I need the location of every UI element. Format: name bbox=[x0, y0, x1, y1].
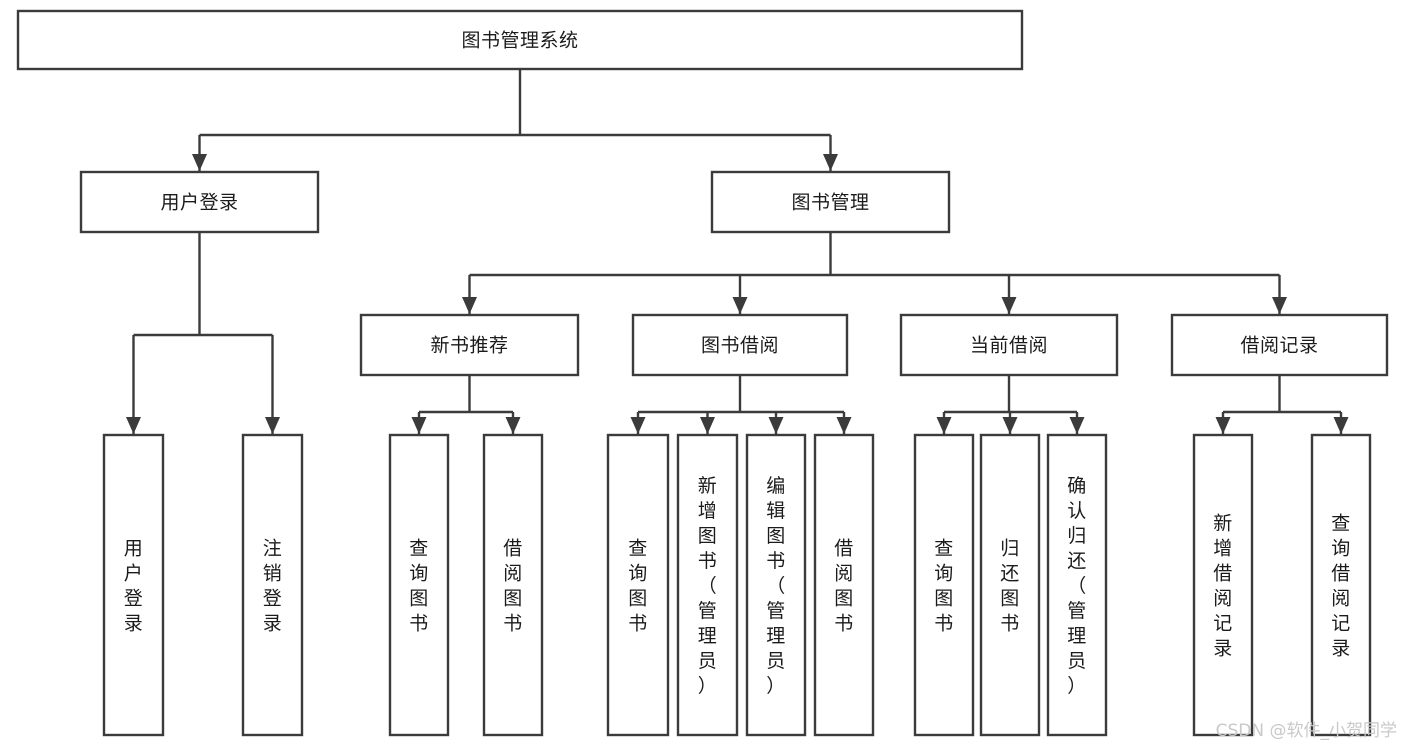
arrow-head-icon bbox=[936, 417, 952, 434]
node-user-login-login[interactable]: 用户登录 bbox=[102, 433, 165, 737]
node-current-borrow[interactable]: 当前借阅 bbox=[899, 313, 1119, 377]
node-box-user-login-login[interactable] bbox=[102, 433, 165, 737]
node-label-user-login: 用户登录 bbox=[160, 192, 238, 214]
arrow-head-icon bbox=[192, 154, 207, 171]
node-label-user-login-logout: 注销登录 bbox=[263, 538, 283, 635]
node-label-current-borrow: 当前借阅 bbox=[970, 335, 1048, 357]
node-box-recommend-query-book[interactable] bbox=[388, 433, 450, 737]
node-recommend-query-book[interactable]: 查询图书 bbox=[388, 433, 450, 737]
node-label-recommend-borrow-book: 借阅图书 bbox=[503, 538, 523, 635]
node-book-borrow[interactable]: 图书借阅 bbox=[631, 313, 849, 377]
arrow-head-icon bbox=[836, 417, 852, 434]
node-box-record-query[interactable] bbox=[1310, 433, 1372, 737]
node-box-borrow-edit-book[interactable] bbox=[745, 433, 807, 737]
arrow-head-icon bbox=[768, 417, 784, 434]
node-box-new-book-recommend[interactable] bbox=[359, 313, 580, 377]
node-label-borrow-query-book: 查询图书 bbox=[628, 538, 648, 635]
node-box-current-query-book[interactable] bbox=[913, 433, 975, 737]
node-box-borrow-add-book[interactable] bbox=[676, 433, 739, 737]
arrow-head-icon bbox=[700, 417, 715, 434]
node-label-book-manage: 图书管理 bbox=[791, 192, 869, 214]
node-box-user-login[interactable] bbox=[79, 170, 320, 234]
arrow-head-icon bbox=[732, 297, 748, 314]
node-recommend-borrow-book[interactable]: 借阅图书 bbox=[482, 433, 544, 737]
node-borrow-record[interactable]: 借阅记录 bbox=[1170, 313, 1389, 377]
node-label-recommend-query-book: 查询图书 bbox=[409, 538, 429, 635]
node-box-recommend-borrow-book[interactable] bbox=[482, 433, 544, 737]
node-label-user-login-login: 用户登录 bbox=[124, 538, 144, 635]
node-label-borrow-edit-book: 编辑图书（管理员） bbox=[766, 475, 786, 697]
arrow-head-icon bbox=[1069, 417, 1085, 434]
node-label-borrow-borrow-book: 借阅图书 bbox=[834, 538, 854, 635]
node-box-root[interactable] bbox=[16, 9, 1024, 71]
node-record-query[interactable]: 查询借阅记录 bbox=[1310, 433, 1372, 737]
node-label-current-confirm-return: 确认归还（管理员） bbox=[1067, 475, 1087, 697]
arrow-head-icon bbox=[265, 417, 280, 434]
node-record-add[interactable]: 新增借阅记录 bbox=[1192, 433, 1254, 737]
node-book-manage[interactable]: 图书管理 bbox=[710, 170, 951, 234]
arrow-head-icon bbox=[1215, 417, 1231, 434]
arrow-head-icon bbox=[630, 417, 646, 434]
node-borrow-add-book[interactable]: 新增图书（管理员） bbox=[676, 433, 739, 737]
node-box-record-add[interactable] bbox=[1192, 433, 1254, 737]
arrow-head-icon bbox=[126, 417, 141, 434]
node-box-current-confirm-return[interactable] bbox=[1046, 433, 1108, 737]
node-borrow-borrow-book[interactable]: 借阅图书 bbox=[813, 433, 875, 737]
node-box-book-manage[interactable] bbox=[710, 170, 951, 234]
nodes-layer: 图书管理系统用户登录用户登录注销登录图书管理新书推荐查询图书借阅图书图书借阅查询… bbox=[16, 9, 1389, 737]
node-label-current-return-book: 归还图书 bbox=[1000, 538, 1020, 635]
node-box-current-borrow[interactable] bbox=[899, 313, 1119, 377]
node-box-borrow-record[interactable] bbox=[1170, 313, 1389, 377]
node-label-record-query: 查询借阅记录 bbox=[1331, 513, 1351, 660]
node-current-return-book[interactable]: 归还图书 bbox=[979, 433, 1041, 737]
node-label-book-borrow: 图书借阅 bbox=[701, 335, 779, 357]
node-box-borrow-query-book[interactable] bbox=[606, 433, 670, 737]
node-box-borrow-borrow-book[interactable] bbox=[813, 433, 875, 737]
node-user-login-logout[interactable]: 注销登录 bbox=[241, 433, 304, 737]
arrow-head-icon bbox=[411, 417, 427, 434]
arrow-head-icon bbox=[462, 297, 477, 314]
node-root[interactable]: 图书管理系统 bbox=[16, 9, 1024, 71]
node-current-confirm-return[interactable]: 确认归还（管理员） bbox=[1046, 433, 1108, 737]
node-new-book-recommend[interactable]: 新书推荐 bbox=[359, 313, 580, 377]
node-label-new-book-recommend: 新书推荐 bbox=[430, 335, 508, 357]
node-label-borrow-record: 借阅记录 bbox=[1240, 335, 1318, 357]
arrow-head-icon bbox=[1333, 417, 1349, 434]
node-label-record-add: 新增借阅记录 bbox=[1213, 513, 1233, 660]
arrow-head-icon bbox=[1002, 417, 1018, 434]
node-box-current-return-book[interactable] bbox=[979, 433, 1041, 737]
node-user-login[interactable]: 用户登录 bbox=[79, 170, 320, 234]
node-box-book-borrow[interactable] bbox=[631, 313, 849, 377]
node-borrow-edit-book[interactable]: 编辑图书（管理员） bbox=[745, 433, 807, 737]
arrow-head-icon bbox=[1272, 297, 1287, 314]
node-current-query-book[interactable]: 查询图书 bbox=[913, 433, 975, 737]
node-label-current-query-book: 查询图书 bbox=[934, 538, 954, 635]
arrow-head-icon bbox=[1001, 297, 1017, 314]
node-borrow-query-book[interactable]: 查询图书 bbox=[606, 433, 670, 737]
node-box-user-login-logout[interactable] bbox=[241, 433, 304, 737]
connectors-layer bbox=[126, 69, 1349, 434]
node-label-borrow-add-book: 新增图书（管理员） bbox=[698, 475, 718, 697]
node-label-root: 图书管理系统 bbox=[461, 30, 578, 52]
arrow-head-icon bbox=[823, 154, 838, 171]
arrow-head-icon bbox=[505, 417, 521, 434]
